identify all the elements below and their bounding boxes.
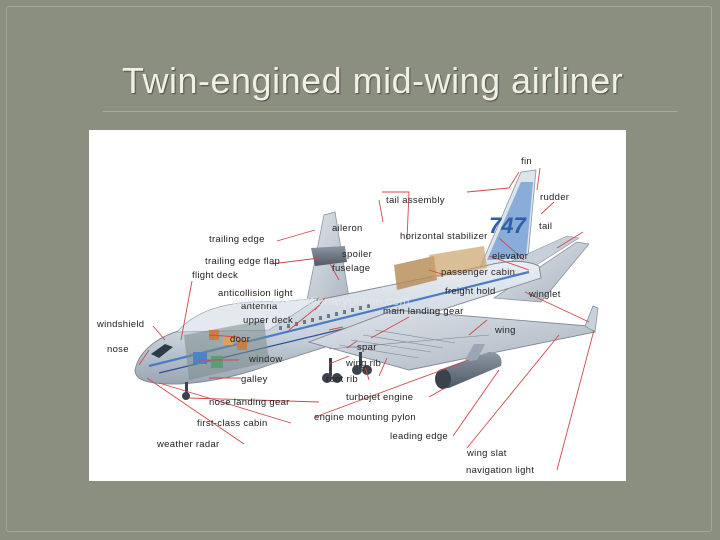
label-fin: fin: [521, 156, 532, 167]
slide-title: Twin-engined mid-wing airliner: [122, 60, 624, 101]
leader-lines: [138, 167, 595, 471]
label-nose-landing-gear: nose landing gear: [209, 397, 290, 408]
label-navigation-light: navigation light: [466, 465, 535, 476]
label-windshield: windshield: [97, 319, 145, 330]
label-galley: galley: [241, 374, 268, 385]
freight-cutaway: [429, 246, 487, 278]
near-engine: [437, 352, 502, 388]
engine-pylon: [464, 344, 485, 362]
upper-deck-hump: [176, 297, 320, 333]
label-trailing-edge-flap: trailing edge flap: [205, 256, 281, 267]
label-main-landing-gear: main landing gear: [383, 306, 464, 317]
label-horizontal-stabilizer: horizontal stabilizer: [400, 231, 488, 242]
cabin-seat-4: [211, 356, 223, 368]
label-flight-deck: flight deck: [192, 270, 239, 281]
engine-intake: [435, 369, 451, 389]
label-spar: spar: [357, 342, 377, 353]
label-fuselage: fuselage: [332, 263, 371, 274]
title-underline: [103, 111, 677, 112]
label-root-rib: root rib: [326, 374, 358, 385]
label-tail-assembly: tail assembly: [386, 195, 445, 206]
winglet-shape: [584, 305, 599, 333]
label-weather-radar: weather radar: [157, 439, 220, 450]
label-antenna: antenna: [241, 301, 278, 312]
label-tail: tail: [539, 221, 553, 232]
horizontal-stabilizer-near: [492, 241, 590, 303]
label-upper-deck: upper deck: [243, 315, 294, 326]
cabin-seat-2: [223, 335, 233, 345]
far-engine: [311, 246, 347, 266]
watermark: www.visualdictionaryonline.com: [232, 294, 410, 308]
label-nose: nose: [107, 344, 129, 355]
label-trailing-edge: trailing edge: [209, 234, 265, 245]
label-wing-rib: wing rib: [346, 358, 382, 369]
airliner-diagram: 747: [89, 130, 626, 481]
label-winglet: winglet: [529, 289, 561, 300]
label-window: window: [249, 354, 283, 365]
main-gear: [322, 352, 372, 383]
tail-logo: 747: [489, 213, 527, 238]
slide-frame: [6, 6, 712, 532]
label-wing-slat: wing slat: [467, 448, 507, 459]
label-passenger-cabin: passenger cabin: [441, 267, 516, 278]
label-anticollision-light: anticollision light: [218, 288, 293, 299]
label-door: door: [230, 334, 251, 345]
label-rudder: rudder: [540, 192, 570, 203]
label-freight-hold: freight hold: [445, 286, 496, 297]
wing-structure: [328, 329, 490, 359]
label-turbojet-engine: turbojet engine: [346, 392, 414, 403]
label-wing: wing: [495, 325, 516, 336]
cabin-seat-3: [237, 340, 247, 350]
label-leading-edge: leading edge: [390, 431, 449, 442]
cabin-galley: [193, 352, 207, 364]
mid-cutaway: [394, 256, 437, 290]
nose-gear: [182, 382, 190, 400]
label-aileron: aileron: [332, 223, 363, 234]
tail-fin-blue: [487, 182, 533, 260]
nose-cutaway: [184, 320, 269, 380]
label-first-class-cabin: first-class cabin: [197, 418, 268, 429]
label-spoiler: spoiler: [342, 249, 373, 260]
label-elevator: elevator: [492, 251, 529, 262]
cockpit-windshield: [151, 344, 173, 358]
label-engine-mounting-pylon: engine mounting pylon: [314, 412, 416, 423]
airliner-illustration: 747: [134, 167, 599, 471]
